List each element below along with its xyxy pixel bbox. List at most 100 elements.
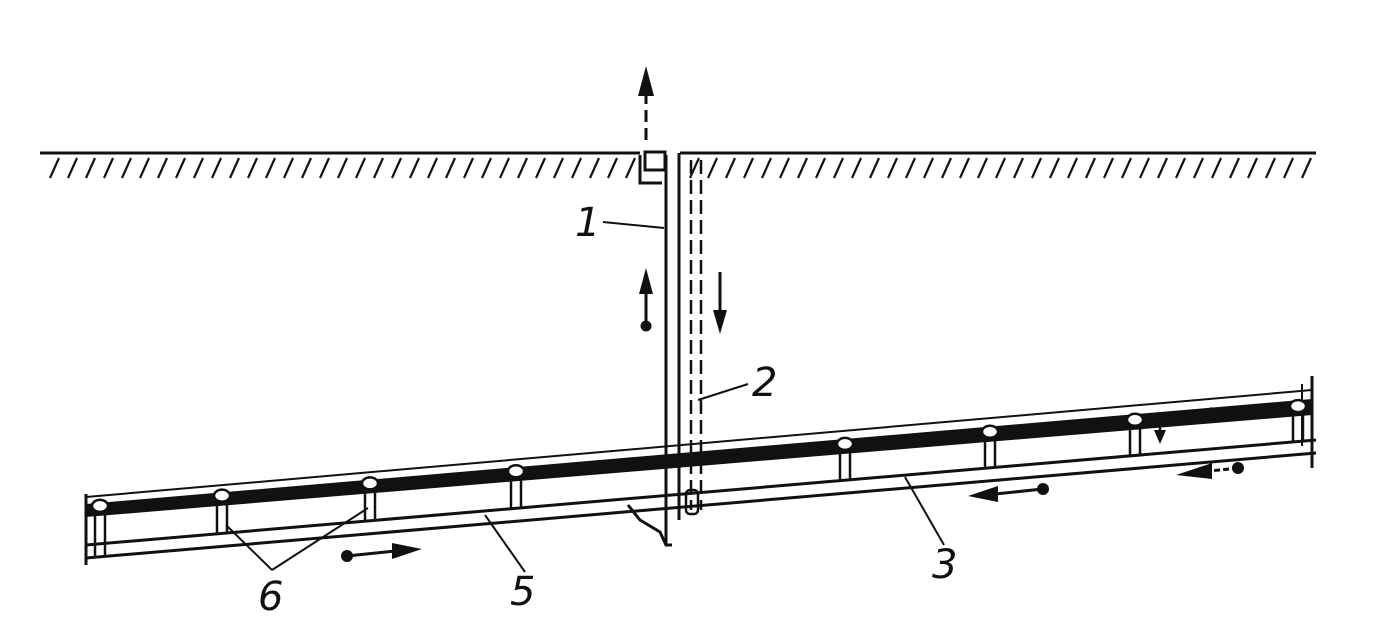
flow-arrow-right-shaft [994, 487, 1044, 496]
flow-arrow-right-upper-shaft [1209, 410, 1239, 417]
hatch-stroke [246, 157, 259, 179]
hatch-stroke [742, 157, 755, 179]
hatch-stroke [156, 157, 169, 179]
check-arrowhead [1154, 430, 1166, 444]
hatch-stroke [408, 157, 421, 179]
pillar-cap [360, 476, 380, 491]
hatch-stroke [444, 157, 457, 179]
pillar-cap [1288, 398, 1308, 414]
hatch-stroke [1300, 157, 1313, 179]
hatch-stroke [724, 157, 737, 179]
hatch-stroke [534, 157, 547, 179]
support-pillar [835, 436, 855, 481]
shaft [626, 150, 703, 547]
hatch-stroke [976, 157, 989, 179]
haulage-gallery-upper-line [85, 438, 1317, 547]
hatch-stroke [706, 157, 719, 179]
exhaust-arrowhead [638, 66, 654, 96]
hatch-stroke [426, 157, 439, 179]
fan-housing [643, 150, 667, 172]
hatch-stroke [1084, 157, 1097, 179]
flow-arrow-right-upper [1184, 406, 1244, 423]
hatch-stroke [210, 157, 223, 179]
hatch-stroke [336, 157, 349, 179]
hatch-stroke [264, 157, 277, 179]
inclined-workings [84, 376, 1317, 565]
callout-labels: 1 2 3 5 6 [258, 200, 957, 620]
label-5: 5 [510, 569, 535, 615]
flow-arrow-right-upper-head [1184, 407, 1212, 423]
fan-duct [638, 155, 662, 185]
hatch-stroke [138, 157, 151, 179]
support-pillar [212, 488, 232, 534]
support-pillar [1288, 398, 1308, 442]
pillar-cap [1125, 412, 1145, 427]
hatch-stroke [886, 157, 899, 179]
leader-line-6b [271, 507, 369, 571]
label-2: 2 [752, 360, 777, 406]
pillar-cap [835, 436, 855, 452]
hatch-stroke [1210, 157, 1223, 179]
coal-seam [86, 399, 1312, 517]
hatch-stroke [552, 157, 565, 179]
hatch-stroke [1156, 157, 1169, 179]
exhaust-arrow [638, 66, 654, 140]
upcast-arrow [639, 268, 653, 332]
hatch-stroke [372, 157, 385, 179]
pillar-cap [212, 488, 232, 503]
upcast-arrowhead [639, 268, 653, 294]
hatch-stroke [1192, 157, 1205, 179]
flow-arrow-right-lower-shaft [1209, 466, 1239, 473]
flow-arrow-right-lower-head [1176, 463, 1212, 479]
pillar-cap [980, 424, 1000, 440]
hatch-stroke [390, 157, 403, 179]
downcast-arrow [713, 272, 727, 334]
haulage-gallery-lower-line [85, 451, 1317, 560]
support-pillar [980, 424, 1000, 468]
flow-arrow-left-shaft [346, 549, 396, 558]
hatch-stroke [66, 157, 79, 179]
hatch-stroke [588, 157, 601, 179]
flow-arrow-right-lower [1176, 462, 1244, 479]
label-6: 6 [258, 574, 283, 620]
flow-arrow-left-gallery [341, 543, 422, 562]
hatch-stroke [940, 157, 953, 179]
hatch-stroke [606, 157, 619, 179]
hatch-stroke [1264, 157, 1277, 179]
hatch-stroke [1138, 157, 1151, 179]
seam-roof-line [85, 389, 1313, 498]
hatch-stroke [1282, 157, 1295, 179]
hatch-stroke [354, 157, 367, 179]
hatch-stroke [498, 157, 511, 179]
leader-line-2 [697, 383, 749, 401]
label-3: 3 [932, 542, 957, 588]
ground-hatching [48, 157, 1313, 179]
hatch-stroke [1246, 157, 1259, 179]
support-pillar [90, 498, 110, 556]
hatch-stroke [868, 157, 881, 179]
flow-arrow-left-head [392, 543, 422, 559]
hatch-stroke [1102, 157, 1115, 179]
ground-surface [40, 151, 1316, 179]
hatch-stroke [796, 157, 809, 179]
hatch-stroke [958, 157, 971, 179]
hatch-stroke [1012, 157, 1025, 179]
hatch-stroke [300, 157, 313, 179]
support-pillars [90, 398, 1308, 556]
downcast-arrowhead [713, 310, 727, 334]
leader-lines [225, 221, 945, 573]
hatch-stroke [1048, 157, 1061, 179]
hatch-stroke [760, 157, 773, 179]
leader-line-3 [904, 476, 945, 546]
hatch-stroke [994, 157, 1007, 179]
flow-arrows [341, 406, 1244, 562]
pillar-cap [90, 498, 110, 514]
hatch-stroke [84, 157, 97, 179]
hatch-stroke [832, 157, 845, 179]
flow-arrow-right-head [968, 486, 998, 502]
hatch-stroke [1228, 157, 1241, 179]
hatch-stroke [192, 157, 205, 179]
flow-arrow-right-gallery [968, 483, 1049, 502]
